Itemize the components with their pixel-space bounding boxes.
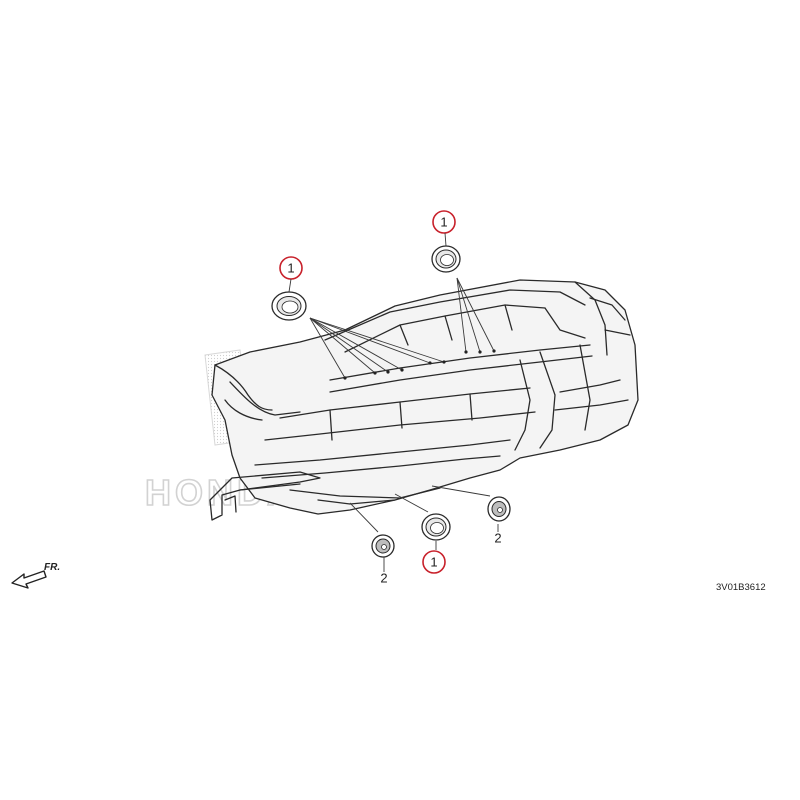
- callout-1-floor-center: 1: [422, 550, 446, 574]
- front-direction-indicator: FR.: [11, 562, 60, 589]
- highlight-circle: [432, 210, 456, 234]
- vehicle-body: [209, 279, 639, 521]
- callout-1-roof-left: 1: [279, 256, 303, 293]
- leader-arrowheads: [343, 349, 496, 380]
- highlight-circle: [422, 550, 446, 574]
- body-outline: [211, 279, 639, 515]
- plug-lower-right: [487, 496, 511, 522]
- plug-lower-left: [371, 534, 395, 558]
- diagram-code: 3V01B3612: [716, 582, 766, 593]
- callout-number: 1: [430, 555, 437, 570]
- grommet-upper-right: [431, 245, 461, 273]
- grommet-lower-center: [421, 513, 451, 550]
- callout-number: 2: [494, 531, 501, 546]
- callout-number: 2: [380, 571, 387, 586]
- callout-2-floor-left: 2: [380, 571, 387, 586]
- grommet-upper-left: [271, 291, 307, 321]
- leader-lines: [309, 277, 499, 572]
- direction-label: FR.: [44, 562, 60, 573]
- callout-2-floor-right: 2: [494, 531, 501, 546]
- front-frame-rail: [209, 471, 321, 521]
- callout-number: 1: [287, 261, 294, 276]
- callout-1-roof-right: 1: [432, 210, 456, 247]
- callout-number: 1: [440, 215, 447, 230]
- arrow-left-icon: [11, 570, 47, 589]
